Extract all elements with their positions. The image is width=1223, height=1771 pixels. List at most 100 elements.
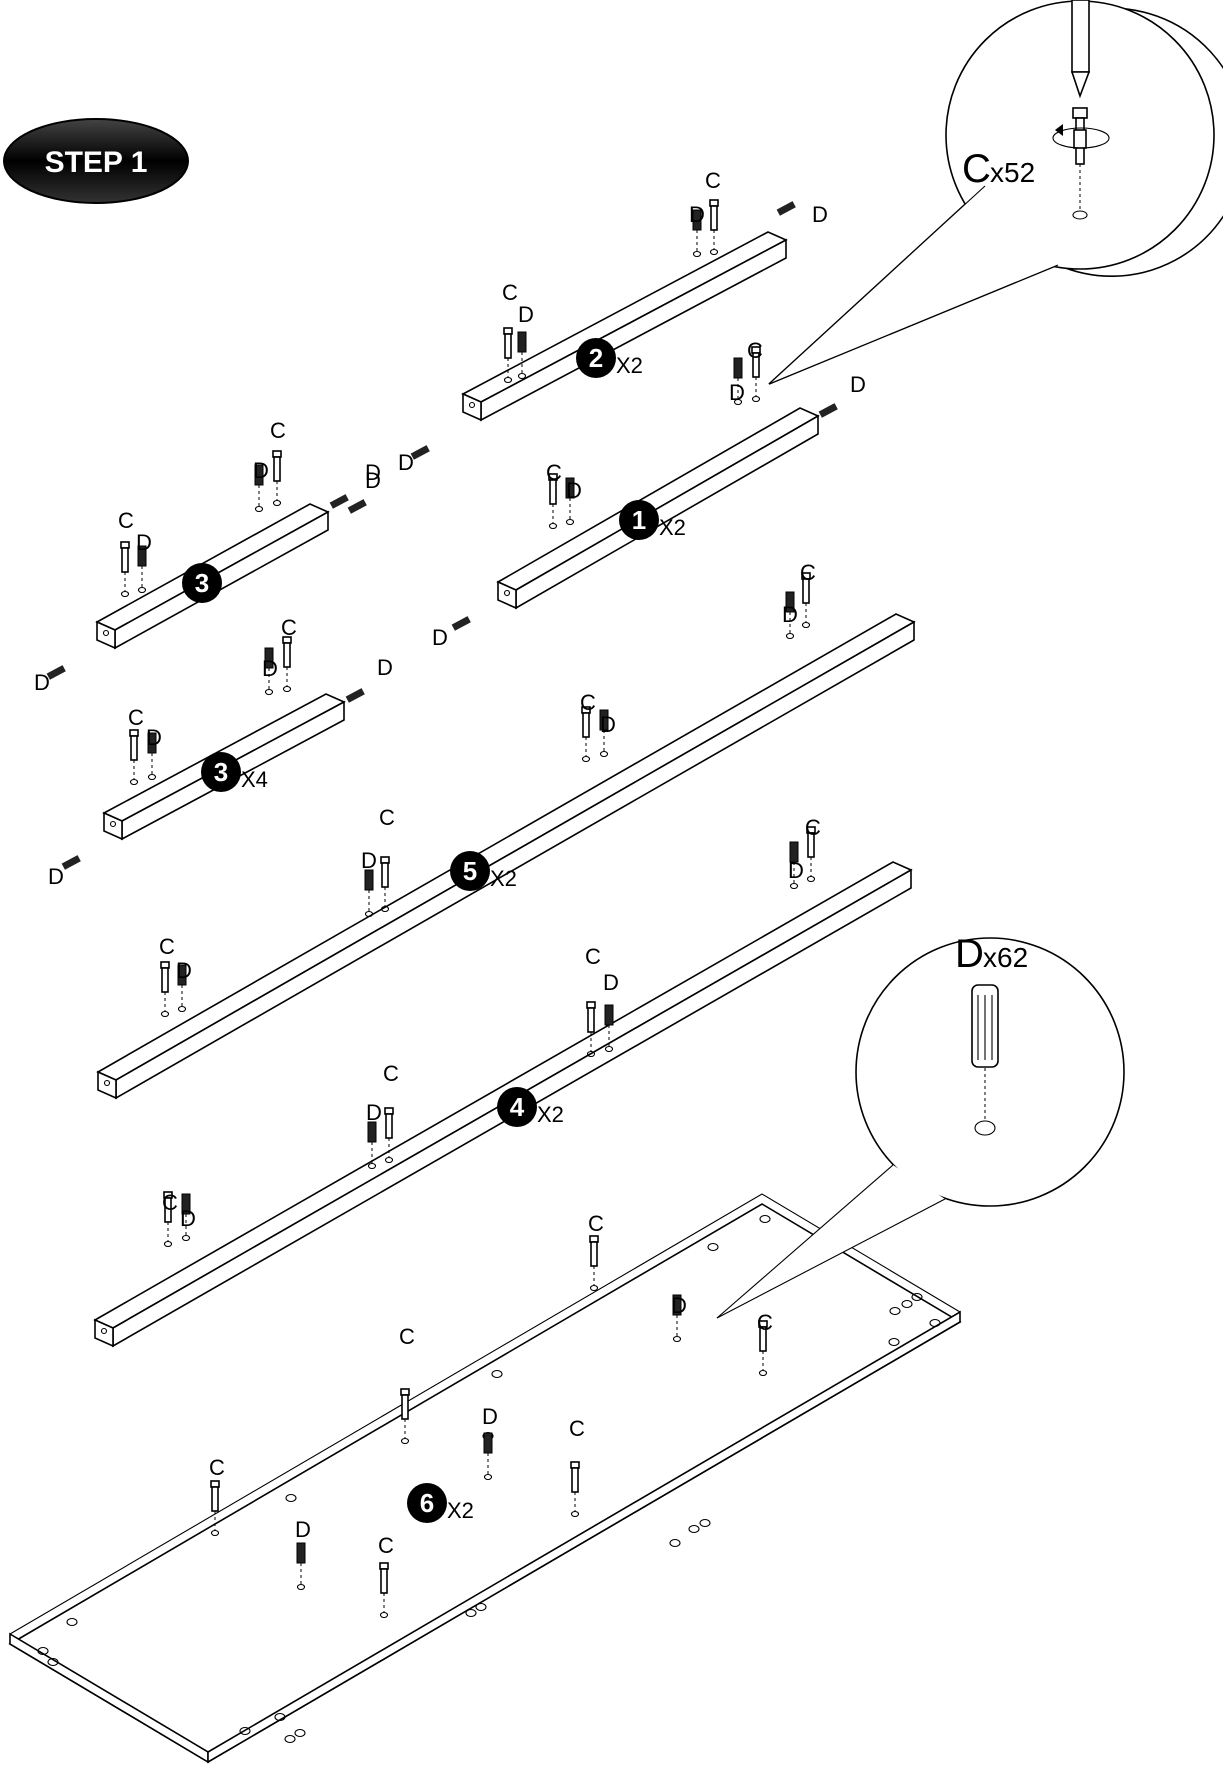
dowel-pin xyxy=(264,647,274,696)
hardware-label: C xyxy=(159,934,175,959)
panel-hole xyxy=(889,1306,901,1316)
cam-bolt-pin xyxy=(272,450,282,507)
hardware-label: C xyxy=(800,560,816,585)
hardware-label: D xyxy=(566,478,582,503)
panel-hole xyxy=(929,1318,941,1328)
hardware-label: D xyxy=(377,655,393,680)
part-number: 3 xyxy=(214,757,228,787)
cam-bolt-pin xyxy=(129,729,139,786)
hardware-label: C xyxy=(270,418,286,443)
hardware-label: D xyxy=(482,1404,498,1429)
part-number: 3 xyxy=(195,568,209,598)
hardware-label: D xyxy=(788,858,804,883)
hardware-label: C xyxy=(805,815,821,840)
dowel-pin xyxy=(733,357,743,406)
part-qty: X2 xyxy=(447,1498,474,1523)
end-dowel xyxy=(329,494,349,509)
cam-qty: x52 xyxy=(990,157,1035,188)
part-number: 6 xyxy=(420,1488,434,1518)
panel-hole xyxy=(901,1299,913,1309)
hardware-label: D xyxy=(518,302,534,327)
hardware-label: D xyxy=(361,848,377,873)
panel-hole xyxy=(294,1728,306,1738)
cam-bolt-pin xyxy=(548,473,558,530)
hardware-label: C xyxy=(747,338,763,363)
hardware-label: C xyxy=(399,1324,415,1349)
hardware-label: C xyxy=(383,1061,399,1086)
hardware-label: C xyxy=(378,1533,394,1558)
panel-hole xyxy=(37,1646,49,1656)
hardware-label: D xyxy=(782,602,798,627)
cam-bolt-pin xyxy=(379,1562,389,1619)
end-dowel xyxy=(451,616,471,631)
end-dowel xyxy=(345,688,365,703)
dowel-callout: D x62 xyxy=(716,932,1125,1319)
panel-hole xyxy=(888,1337,900,1347)
part-number-circle xyxy=(619,500,659,540)
end-hole xyxy=(102,629,110,637)
cam-bolt-pin xyxy=(589,1235,599,1292)
cam-bolt-pin xyxy=(751,346,761,403)
hardware-label: D xyxy=(365,460,381,485)
panel-hole xyxy=(759,1214,771,1224)
part-qty: X2 xyxy=(537,1102,564,1127)
part-badge: 3 xyxy=(182,563,222,603)
cam-bolt-pin xyxy=(581,706,591,763)
hardware-label: C xyxy=(757,1310,773,1335)
dowel-pin xyxy=(604,1004,614,1053)
dowel-pin xyxy=(254,464,264,513)
panel-holes xyxy=(37,1214,941,1744)
end-hole xyxy=(468,401,476,409)
cam-bolt-pin xyxy=(806,826,816,883)
dowel-pin xyxy=(367,1121,377,1170)
panel-hole xyxy=(239,1726,251,1736)
dowel-pin xyxy=(147,732,157,781)
hardware-label: D xyxy=(176,958,192,983)
hardware-label: C xyxy=(502,280,518,305)
end-dowel xyxy=(61,855,81,870)
end-dowel xyxy=(410,445,430,460)
cam-bolt-pin xyxy=(282,636,292,693)
rail-bar xyxy=(461,231,788,422)
hardware-label: D xyxy=(812,202,828,227)
part-number-circle xyxy=(576,338,616,378)
cam-bolt-pin xyxy=(120,541,130,598)
panel-hole xyxy=(699,1518,711,1528)
screwdriver-icon xyxy=(1070,0,1091,99)
part-qty: X4 xyxy=(241,767,268,792)
panel-hole xyxy=(707,1242,719,1252)
hardware-label: D xyxy=(48,864,64,889)
cam-bolt-pin xyxy=(586,1001,596,1058)
dowel-pin xyxy=(599,709,609,758)
cam-bolt-pin xyxy=(801,572,811,629)
part-badge: 3 X4 xyxy=(201,752,268,792)
part-qty: X2 xyxy=(659,515,686,540)
panel-hole xyxy=(274,1712,286,1722)
hardware-label: D xyxy=(600,712,616,737)
dowel-pin xyxy=(789,841,799,890)
part-number: 5 xyxy=(463,856,477,886)
panel-hole xyxy=(285,1493,297,1503)
part-number-circle xyxy=(407,1483,447,1523)
end-hole xyxy=(109,820,117,828)
dowel-pin xyxy=(177,964,187,1013)
hardware-label: C xyxy=(585,944,601,969)
dowel-pin xyxy=(517,331,527,380)
hardware-label: D xyxy=(365,468,381,493)
rail-bar xyxy=(496,407,820,610)
end-hole xyxy=(503,589,511,597)
hardware-label: D xyxy=(366,1100,382,1125)
hardware-label: D xyxy=(671,1293,687,1318)
hardware-label: C xyxy=(546,460,562,485)
part-number-circle xyxy=(497,1087,537,1127)
end-dowel xyxy=(776,201,796,216)
panel-hole xyxy=(465,1608,477,1618)
panel-hole xyxy=(284,1734,296,1744)
hardware-label: D xyxy=(253,458,269,483)
part-qty: X2 xyxy=(490,866,517,891)
step-title: STEP 1 xyxy=(45,146,148,179)
wooden-dowel-icon xyxy=(971,984,999,1068)
